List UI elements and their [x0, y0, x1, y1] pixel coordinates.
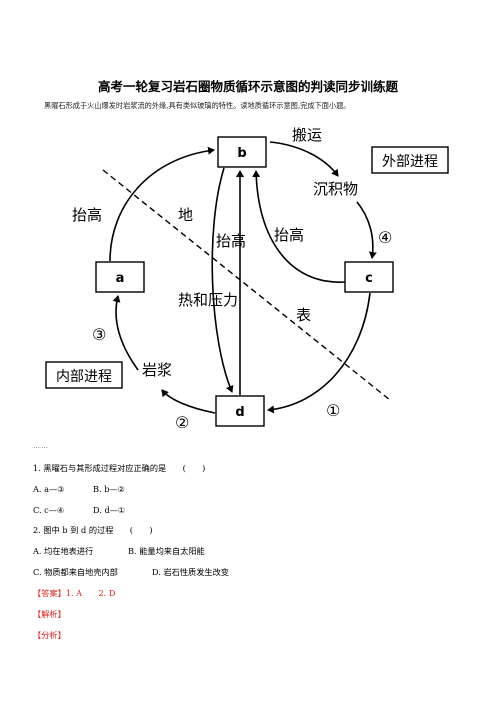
- analysis-label: 【解析】: [33, 609, 66, 619]
- box-c: [344, 261, 394, 293]
- answer-line: 【答案】1. A 2. D: [33, 587, 115, 599]
- label-sediment: 沉积物: [313, 180, 358, 198]
- q1-option-a: A. a—③: [33, 484, 65, 494]
- label-outer-process: 外部进程: [382, 154, 438, 170]
- label-circle-4: ④: [378, 228, 392, 247]
- question-1-stem: 1. 黑曜石与其形成过程对应正确的是 ( ): [33, 463, 206, 473]
- label-circle-3: ③: [92, 325, 106, 344]
- box-d-label: d: [235, 405, 244, 420]
- label-circle-1: ①: [326, 401, 340, 420]
- q2-option-b: B. 能量均来自太阳能: [128, 546, 205, 556]
- ellipsis: ……: [33, 442, 49, 450]
- label-inner-process: 内部进程: [56, 369, 112, 385]
- answer-text: 1. A 2. D: [65, 588, 116, 598]
- q2-option-a: A. 均在地表进行: [33, 546, 94, 556]
- arrow-c-to-b: [252, 170, 346, 283]
- label-transport: 搬运: [292, 126, 322, 144]
- arrow-b-to-sediment: [269, 141, 339, 177]
- explanation-label: 【分析】: [33, 630, 66, 640]
- label-circle-2: ②: [175, 413, 189, 432]
- box-b: [217, 136, 267, 168]
- arrow-a-to-b: [109, 146, 215, 262]
- surface-boundary-line: [102, 169, 391, 401]
- q2-option-d: D. 岩石性质发生改变: [152, 567, 229, 577]
- inner-process-box: [45, 361, 123, 389]
- q1-option-d: D. d—①: [93, 505, 126, 515]
- label-di: 地: [178, 206, 193, 224]
- label-uplift-center: 抬高: [216, 232, 246, 250]
- box-a-label: a: [116, 271, 125, 286]
- label-magma: 岩浆: [142, 361, 172, 379]
- arrow-magma-to-a: [112, 295, 139, 371]
- box-d: [215, 395, 265, 427]
- arrow-c-to-d: [267, 292, 371, 414]
- arrow-sediment-to-c: [356, 201, 377, 259]
- label-uplift-right: 抬高: [274, 226, 304, 244]
- question-2-stem: 2. 图中 b 到 d 的过程 ( ): [33, 525, 153, 535]
- box-c-label: c: [365, 271, 373, 286]
- document-title: 高考一轮复习岩石圈物质循环示意图的判读同步训练题: [97, 79, 398, 94]
- label-heat-pressure: 热和压力: [178, 291, 238, 309]
- answer-label: 【答案】: [33, 588, 66, 598]
- label-biao: 表: [296, 306, 311, 324]
- q1-option-c: C. c—④: [33, 505, 65, 515]
- label-uplift-left: 抬高: [72, 206, 102, 224]
- arrow-b-to-d: [211, 167, 234, 393]
- box-a: [95, 261, 145, 293]
- q2-option-c: C. 物质都来自地壳内部: [33, 567, 118, 577]
- intro-text: 黑曜石形成于火山爆发时岩浆流的外缘,具有类似玻璃的特性。读地质循环示意图,完成下…: [44, 101, 351, 110]
- outer-process-box: [371, 146, 449, 174]
- arrow-d-to-magma: [161, 389, 216, 414]
- box-b-label: b: [237, 146, 246, 161]
- q1-option-b: B. b—②: [93, 484, 125, 494]
